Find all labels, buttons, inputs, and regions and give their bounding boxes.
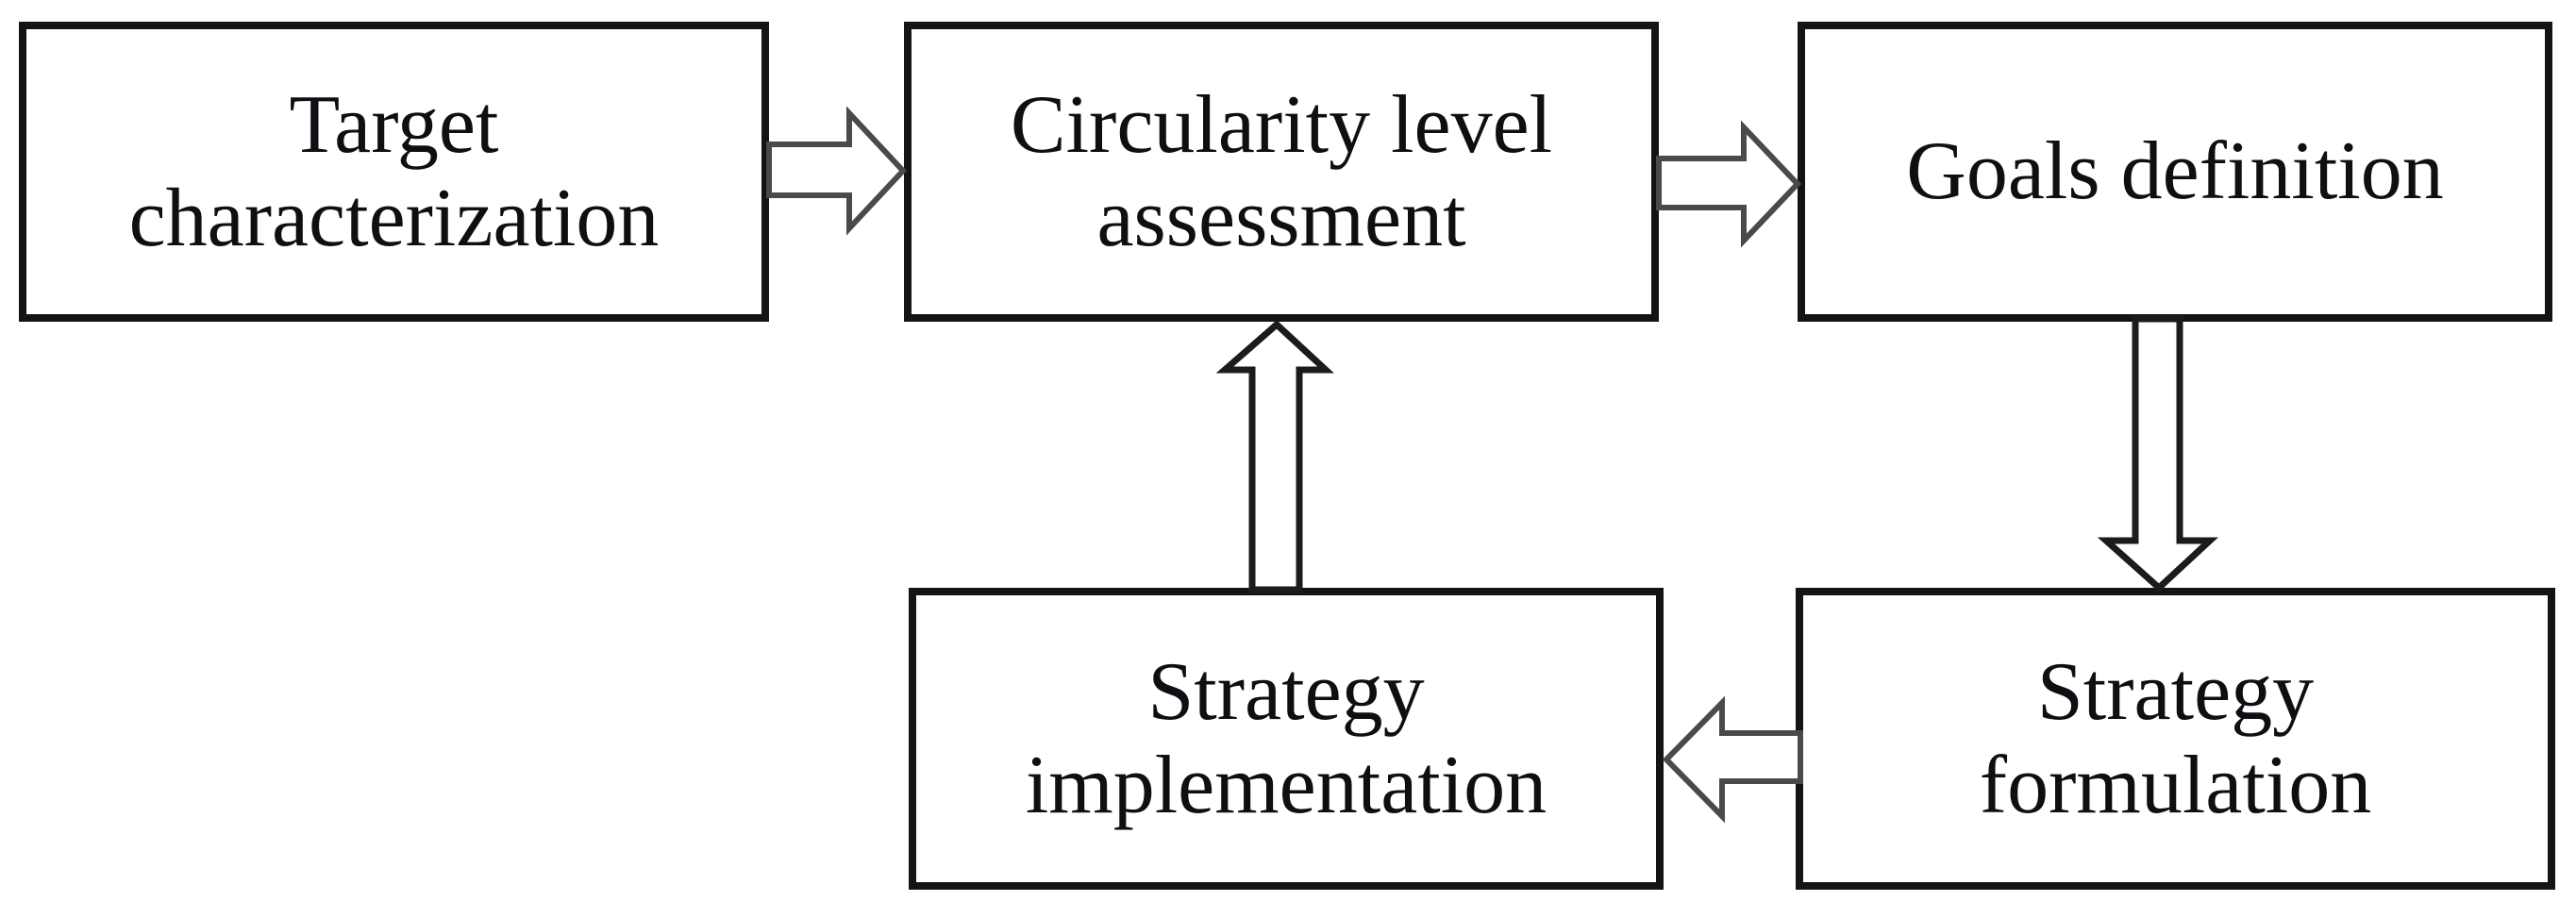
node-label: Circularity level assessment (1011, 78, 1552, 266)
node-strategy-formulation: Strategy formulation (1796, 588, 2555, 890)
arrow-right-assessment-to-goals-icon (1656, 120, 1802, 248)
node-label: Strategy implementation (1026, 645, 1547, 833)
node-strategy-implementation: Strategy implementation (909, 588, 1664, 890)
node-label-line: implementation (1025, 740, 1547, 831)
node-label-line: Strategy (2036, 645, 2315, 738)
node-circularity-level-assessment: Circularity level assessment (904, 22, 1659, 322)
arrow-left-formulation-to-implementation-icon (1662, 695, 1803, 824)
node-label-line: formulation (1979, 740, 2372, 831)
node-goals-definition: Goals definition (1798, 22, 2552, 322)
arrow-down-shape (2097, 315, 2218, 593)
node-label: Target characterization (129, 78, 660, 266)
node-label: Strategy formulation (1980, 645, 2371, 833)
node-label-line: Target (289, 78, 499, 171)
arrow-right-target-to-assessment-icon (766, 106, 908, 236)
node-label-line: Circularity level (1010, 78, 1553, 171)
node-label: Goals definition (1906, 125, 2443, 218)
node-label-line: Goals definition (1906, 125, 2444, 218)
arrow-down-goals-to-formulation-icon (2097, 315, 2218, 593)
arrow-left-shape (1662, 695, 1803, 824)
node-label-line: assessment (1096, 173, 1466, 264)
arrow-up-shape (1215, 320, 1334, 593)
node-target-characterization: Target characterization (19, 22, 769, 322)
node-label-line: characterization (128, 173, 660, 264)
arrow-right-shape (766, 106, 908, 236)
arrow-right-shape (1656, 120, 1802, 248)
node-label-line: Strategy (1147, 645, 1425, 738)
arrow-up-implementation-to-assessment-icon (1215, 320, 1334, 593)
